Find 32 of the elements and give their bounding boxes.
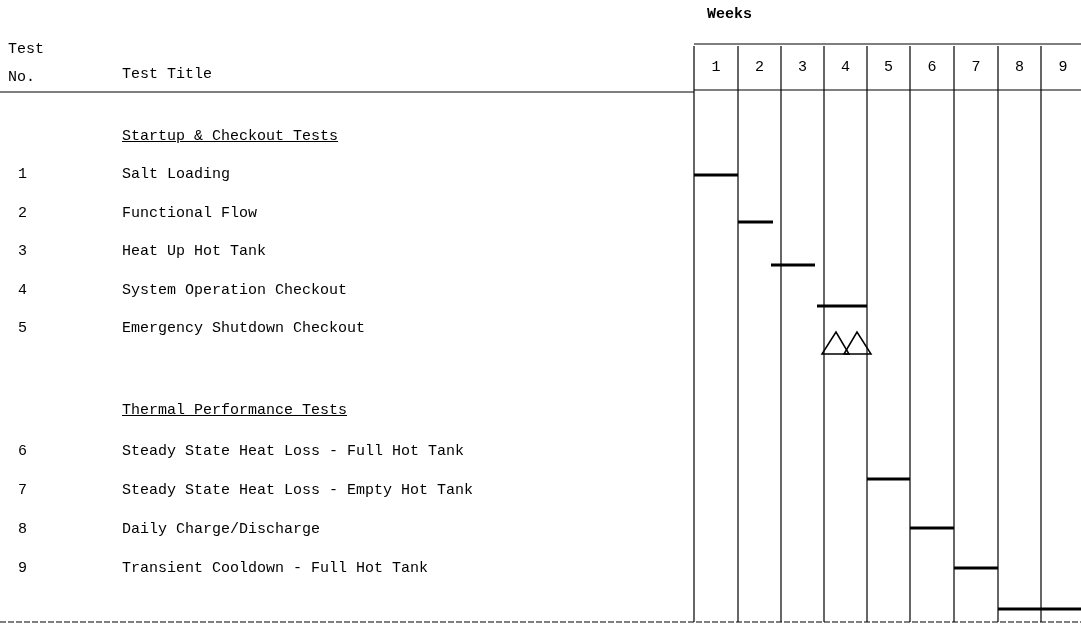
week-number: 9	[1057, 58, 1069, 78]
test-title: Heat Up Hot Tank	[122, 242, 267, 262]
test-title: Functional Flow	[122, 204, 258, 224]
week-number: 5	[883, 58, 894, 78]
test-number: 8	[18, 520, 27, 540]
test-title: Transient Cooldown - Full Hot Tank	[122, 559, 429, 579]
test-number: 4	[18, 281, 27, 301]
week-number: 1	[710, 58, 722, 78]
test-number: 6	[18, 442, 27, 462]
week-number: 2	[754, 58, 765, 78]
test-title: Emergency Shutdown Checkout	[122, 319, 366, 339]
week-number: 4	[840, 58, 851, 78]
test-title: System Operation Checkout	[122, 281, 348, 301]
test-number: 3	[18, 242, 27, 262]
test-title: Steady State Heat Loss - Empty Hot Tank	[122, 481, 474, 501]
section-heading: Thermal Performance Tests	[122, 401, 348, 421]
week-number: 6	[926, 58, 938, 78]
test-number: 5	[18, 319, 27, 339]
test-number: 2	[18, 204, 27, 224]
test-number: 1	[18, 165, 27, 185]
test-title: Steady State Heat Loss - Full Hot Tank	[122, 442, 465, 462]
test-title: Daily Charge/Discharge	[122, 520, 321, 540]
test-number: 9	[18, 559, 27, 579]
section-heading: Startup & Checkout Tests	[122, 127, 339, 147]
test-title: Salt Loading	[122, 165, 231, 185]
week-number: 3	[797, 58, 808, 78]
test-number: 7	[18, 481, 27, 501]
column-header: Test Title	[122, 65, 212, 85]
week-number: 8	[1014, 58, 1025, 78]
week-number: 7	[970, 58, 982, 78]
axis-title: Weeks	[707, 5, 752, 25]
column-header: Test No.	[8, 40, 45, 88]
